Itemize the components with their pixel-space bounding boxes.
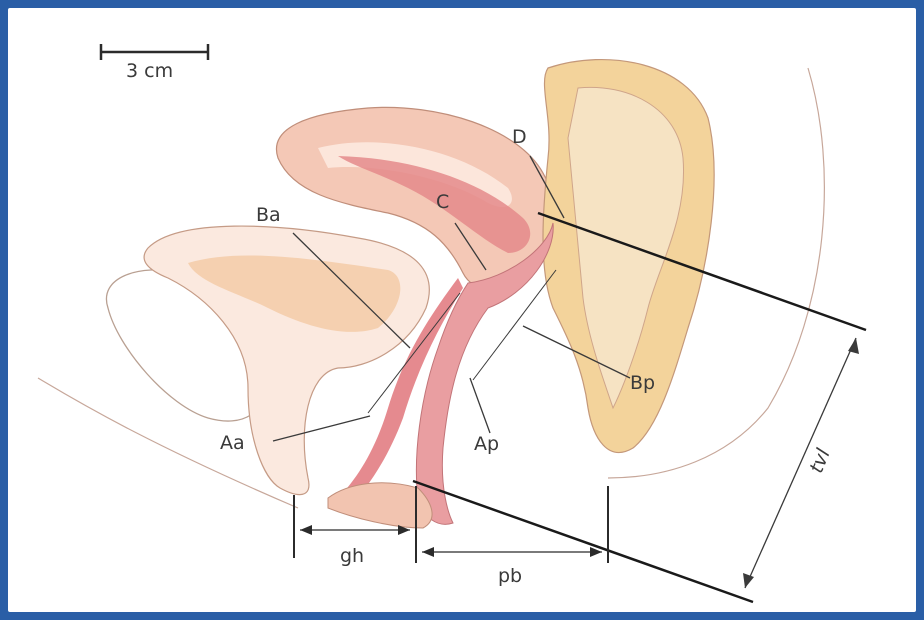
pb-arrowhead-right xyxy=(590,547,602,557)
label-C: C xyxy=(436,191,450,213)
tvl-arrowhead-bottom xyxy=(743,573,754,588)
bladder-inner xyxy=(188,255,401,332)
pointer-C xyxy=(454,222,487,271)
gh-arrowhead-right xyxy=(398,525,410,535)
pelvic-anatomy-diagram xyxy=(37,44,867,604)
scale-bar-label: 3 cm xyxy=(126,60,174,82)
body-outline xyxy=(37,377,299,509)
pointer-Bp xyxy=(522,325,631,379)
label-Bp: Bp xyxy=(630,372,656,394)
vaginal-wall-anterior xyxy=(338,278,463,508)
label-Ap: Ap xyxy=(474,433,500,455)
tvl-lower-line xyxy=(412,479,754,604)
arrow-anterior-wall xyxy=(367,292,461,414)
label-gh: gh xyxy=(340,545,365,567)
label-Aa: Aa xyxy=(220,432,245,454)
label-Ba: Ba xyxy=(256,204,281,226)
pb-arrowhead-left xyxy=(422,547,434,557)
label-D: D xyxy=(512,126,527,148)
tvl-upper-line xyxy=(537,211,867,332)
uterine-cavity xyxy=(338,156,531,253)
perineal-body xyxy=(327,482,433,529)
diagram-frame: 3 cm D C Ba Bp Aa Ap gh pb tvl xyxy=(8,8,916,612)
pointer-Ba xyxy=(292,232,411,349)
label-pb: pb xyxy=(498,565,523,587)
pointer-D xyxy=(529,155,565,219)
arrow-posterior-wall xyxy=(472,269,557,381)
vaginal-canal xyxy=(415,222,554,525)
pointer-Aa xyxy=(272,415,371,442)
tvl-arrowhead-top xyxy=(848,338,859,354)
pointer-Ap xyxy=(469,377,491,434)
tvl-arrow-line xyxy=(744,337,857,589)
rectum-inner xyxy=(567,86,685,410)
gh-arrowhead-left xyxy=(300,525,312,535)
posterior-body-outline xyxy=(607,67,825,479)
